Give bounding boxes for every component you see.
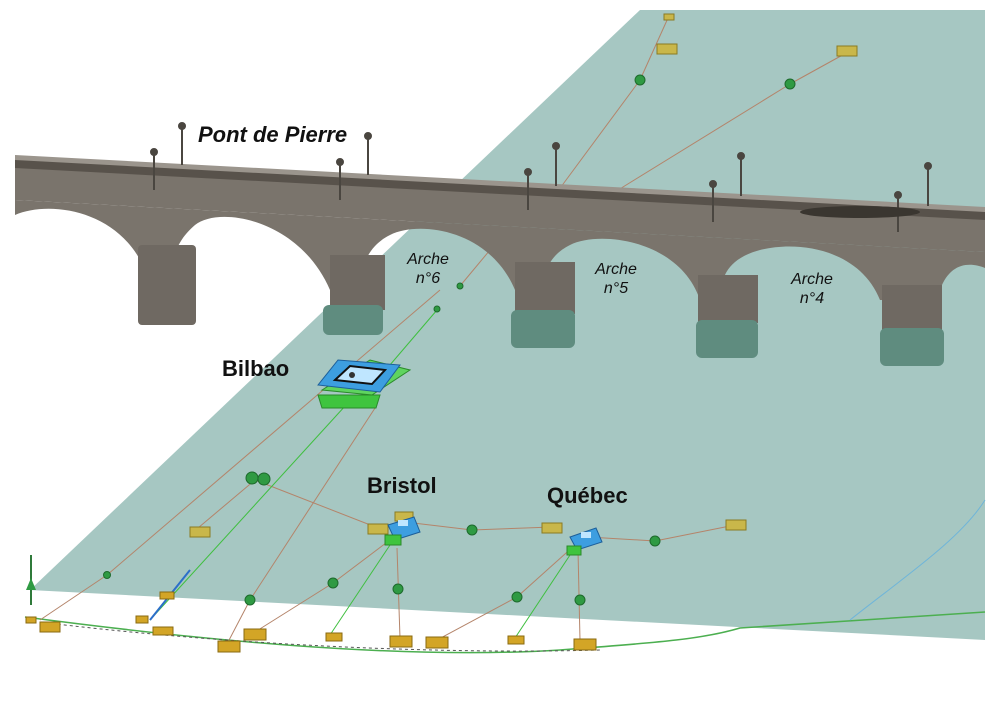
arch-4-word: Arche [791,271,833,288]
bridge-deck [15,160,985,252]
arch-6-label: Arche n°6 [396,250,460,288]
bridge-pont-de-pierre [15,122,985,366]
bridge-piers [138,245,942,333]
lamp-posts [150,122,932,232]
upper-mooring-lines [459,17,849,287]
arch-5-number: n°5 [603,280,629,297]
vessel-quebec-label: Québec [547,483,628,508]
anchor-blocks [189,13,858,538]
vessel-bilbao [317,359,412,409]
vessel-bristol [384,516,421,546]
arch-6-word: Arche [407,251,449,268]
arch-6-number: n°6 [415,270,441,287]
bridge-name-label: Pont de Pierre [198,122,348,147]
vessel-quebec [566,527,603,556]
bridge-parapet [15,155,985,212]
vessel-bilbao-label: Bilbao [222,356,290,381]
arch-5-label: Arche n°5 [584,260,648,298]
mooring-lines-green [149,309,573,639]
vessel-bristol-label: Bristol [367,473,437,498]
river-channel-line [849,499,986,621]
pier-underwater [323,305,944,366]
arch-5-word: Arche [595,261,637,278]
quay-anchor-blocks [25,591,597,653]
bridge-arches [15,200,985,300]
arch-4-number: n°4 [799,290,825,307]
navigation-marker-icon [26,555,36,605]
buoys [103,74,796,606]
mooring-lines-brown [39,289,736,645]
arch-4-label: Arche n°4 [780,270,844,308]
